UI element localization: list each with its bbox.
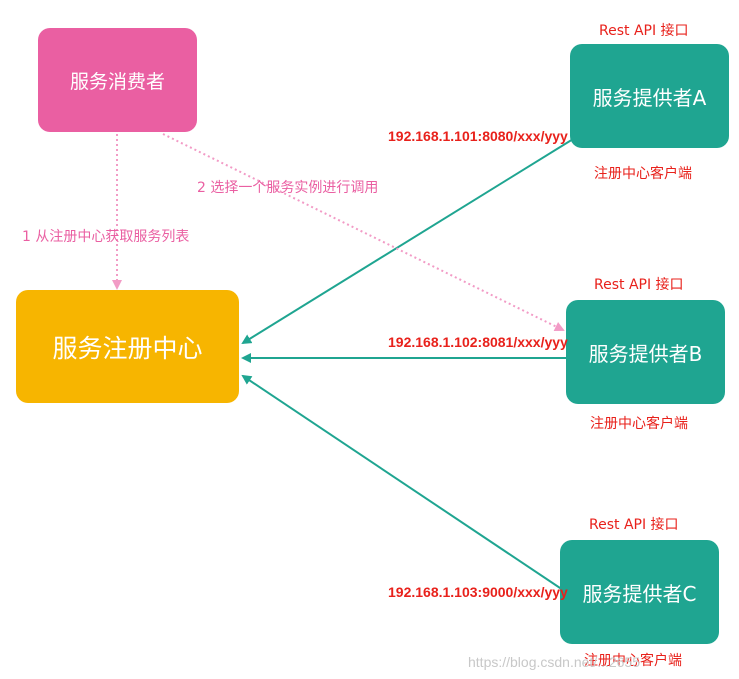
provider-c-address: 192.168.1.103:9000/xxx/yyy	[388, 584, 568, 600]
service-registry-label: 服务注册中心	[52, 333, 203, 363]
dotted-arrow-consumer-to-provider-b	[162, 133, 565, 331]
arrow-provider-c-to-registry	[241, 374, 579, 601]
provider-a-label: 服务提供者A	[592, 85, 707, 110]
provider-c-label: 服务提供者C	[582, 581, 697, 606]
provider-c-rest-api-label: Rest API 接口	[589, 517, 679, 533]
provider-b-label: 服务提供者B	[588, 341, 703, 366]
provider-a-rest-api-label: Rest API 接口	[599, 23, 689, 39]
provider-b-node: 服务提供者B	[566, 300, 725, 404]
watermark: https://blog.csdn.net/...2655	[468, 654, 641, 670]
step-1-label: 1 从注册中心获取服务列表	[22, 229, 190, 245]
service-registry-node: 服务注册中心	[16, 290, 239, 403]
service-consumer-node: 服务消费者	[38, 28, 197, 132]
provider-b-client-label: 注册中心客户端	[590, 416, 688, 432]
provider-c-node: 服务提供者C	[560, 540, 719, 644]
provider-b-rest-api-label: Rest API 接口	[594, 277, 684, 293]
provider-a-node: 服务提供者A	[570, 44, 729, 148]
arrow-provider-a-to-registry	[241, 135, 579, 345]
provider-a-address: 192.168.1.101:8080/xxx/yyy	[388, 128, 568, 144]
service-consumer-label: 服务消费者	[69, 70, 165, 93]
step-2-label: 2 选择一个服务实例进行调用	[197, 180, 379, 196]
provider-a-client-label: 注册中心客户端	[594, 166, 692, 182]
provider-b-address: 192.168.1.102:8081/xxx/yyy	[388, 334, 568, 350]
provider-c-client-label: 注册中心客户端	[584, 653, 682, 669]
